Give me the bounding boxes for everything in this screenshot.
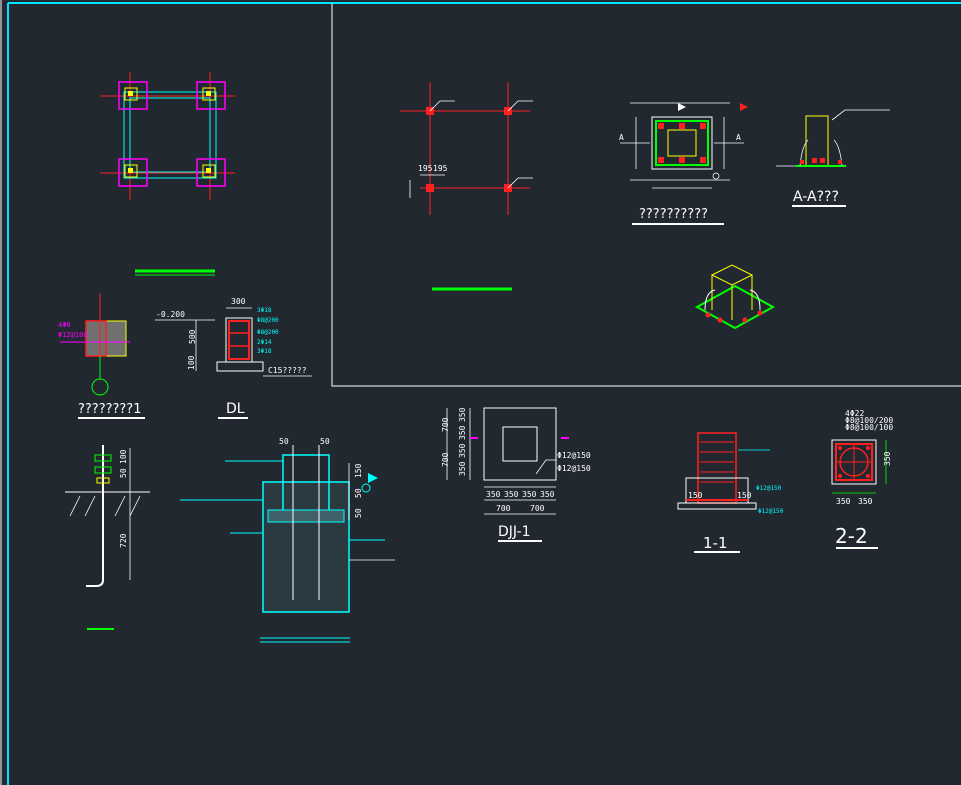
- section-1-1: [677, 432, 770, 553]
- djj-dim-350-h2: 350: [504, 490, 519, 499]
- sec11-dim-150-b: 150: [737, 491, 752, 500]
- isometric-column-base: [694, 264, 776, 330]
- dl-elev-label: -0.200: [156, 310, 185, 319]
- dim-195-a: 195: [418, 164, 433, 173]
- pier-dim-50-c: 50: [354, 488, 363, 498]
- sec11-rebar-note-2: Φ12@150: [758, 508, 784, 515]
- left-rebar-note-2: Φ12@100: [58, 331, 88, 339]
- section-2-2: [831, 439, 887, 549]
- dl-dim-300: 300: [231, 297, 246, 306]
- djj-dim-350-h3: 350: [522, 490, 537, 499]
- sec22-dim-350-v: 350: [883, 451, 892, 466]
- c15-note: C15?????: [268, 366, 307, 375]
- anchor-dim-720: 720: [119, 533, 128, 548]
- dl-dim-500: 500: [188, 329, 197, 344]
- djj-title: DJJ-1: [498, 524, 531, 540]
- anchor-dim-100: 100: [119, 449, 128, 464]
- anchor-bolt-detail: [65, 445, 150, 630]
- pier-dim-150: 150: [354, 463, 363, 478]
- sec11-rebar-note-1: Φ12@150: [756, 485, 782, 492]
- djj-dim-700-v2: 700: [441, 452, 450, 467]
- pier-section-detail: [180, 445, 395, 643]
- left-rebar-note-1: 4Φ8: [58, 321, 71, 329]
- anchor-dim-50: 50: [119, 468, 128, 478]
- sec11-title: 1-1: [703, 534, 728, 552]
- base-detail-plan: [620, 102, 748, 225]
- djj-dim-700-h1: 700: [496, 504, 511, 513]
- left-detail-1: [60, 293, 145, 419]
- djj-dim-350-v1: 350: [458, 407, 467, 422]
- djj-dim-350-v2: 350: [458, 425, 467, 440]
- section-mark-a-right: A: [736, 133, 741, 142]
- pier-dim-50-a: 50: [279, 437, 289, 446]
- djj-rebar-note-2: Φ12@150: [557, 464, 591, 473]
- djj-rebar-note-1: Φ12@150: [557, 451, 591, 460]
- sec22-rebar-note-3: Φ8@100/100: [845, 423, 893, 432]
- sec22-dim-350-a: 350: [836, 497, 851, 506]
- sec22-title: 2-2: [835, 524, 868, 548]
- djj-dim-350-h1: 350: [486, 490, 501, 499]
- sec22-rebar-note-1: 4Φ22: [845, 409, 864, 418]
- dl-rebar-note-5: 3Φ18: [257, 348, 272, 355]
- foundation-plan-4-pads: [100, 72, 235, 276]
- section-aa-drawing: [776, 109, 890, 207]
- dl-rebar-note-1: 3Φ18: [257, 307, 272, 314]
- sec11-dim-150-a: 150: [688, 491, 703, 500]
- left-detail-title: ????????1: [78, 402, 141, 417]
- detail-plan-title: ??????????: [639, 207, 708, 222]
- sec22-dim-350-b: 350: [858, 497, 873, 506]
- dl-dim-100: 100: [187, 355, 196, 370]
- dl-rebar-note-3: Φ8@200: [257, 329, 279, 336]
- dl-rebar-note-2: Φ8@200: [257, 317, 279, 324]
- djj-dim-350-h4: 350: [540, 490, 555, 499]
- dl-title: DL: [226, 401, 245, 417]
- djj-dim-700-h2: 700: [530, 504, 545, 513]
- section-mark-a-left: A: [619, 133, 624, 142]
- djj-dim-350-v4: 350: [458, 461, 467, 476]
- djj-dim-350-v3: 350: [458, 443, 467, 458]
- dl-rebar-note-4: 2Φ14: [257, 339, 272, 346]
- section-aa-title: A-A???: [793, 189, 839, 205]
- pier-dim-50-d: 50: [354, 508, 363, 518]
- djj-1-plan: [446, 407, 569, 542]
- upper-right-panel-frame: [331, 3, 961, 387]
- dl-beam-section: [155, 307, 312, 419]
- djj-dim-700-v1: 700: [441, 417, 450, 432]
- pier-dim-50-b: 50: [320, 437, 330, 446]
- dim-195-b: 195: [433, 164, 448, 173]
- sec22-rebar-note-2: Φ8@100/200: [845, 416, 893, 425]
- column-grid-plan: [400, 82, 533, 291]
